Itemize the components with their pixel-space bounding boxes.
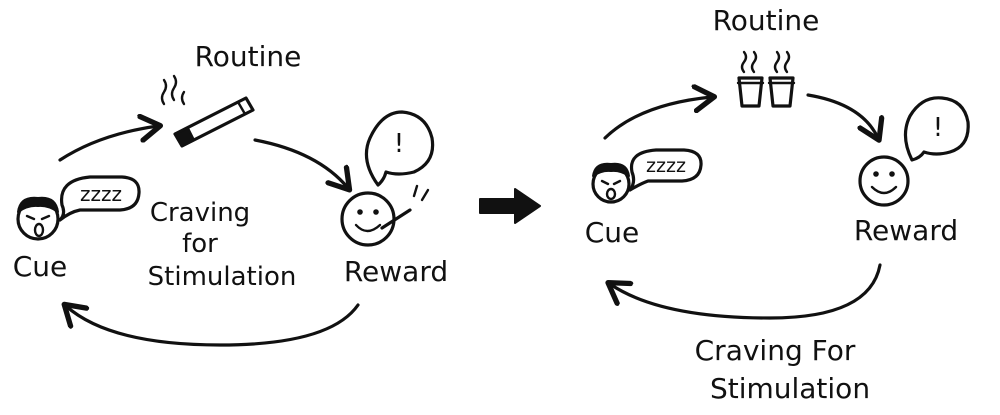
left-cue-speech-bubble: zzzz [58,175,141,222]
left-reward-speech-bubble: ! [364,110,435,187]
right-cue-speech-bubble: zzzz [628,148,703,192]
right-arrow-routine-to-reward [806,93,878,138]
right-arrow-icon [479,188,541,224]
left-craving-text: Craving for Stimulation [148,198,297,292]
sleepy-face-icon [591,162,631,204]
left-habit-loop: Routine zzzz Cue C [13,40,448,347]
left-craving-line-3: Stimulation [148,262,297,292]
left-reward-bubble-text: ! [394,129,404,159]
right-routine-label: Routine [713,4,820,37]
left-cue-label: Cue [13,250,68,283]
left-arrow-routine-to-reward [253,138,348,188]
left-craving-line-1: Craving [150,198,250,228]
right-reward-bubble-text: ! [933,113,943,143]
left-craving-line-2: for [182,229,218,259]
cigarette-icon [160,74,255,148]
right-craving-line-1: Craving For [695,334,856,367]
right-cue-bubble-text: zzzz [646,155,686,177]
right-reward-speech-bubble: ! [903,96,970,162]
coffee-cups-icon [736,50,796,108]
right-craving-line-2: Stimulation [710,372,870,405]
smiling-face-icon [340,184,430,247]
sleepy-face-icon [16,196,60,241]
right-craving-text: Craving For Stimulation [695,334,870,405]
left-arrow-cue-to-routine [58,126,158,162]
right-arrow-reward-to-cue [610,263,882,320]
left-arrow-reward-to-cue [66,305,360,347]
left-reward-label: Reward [344,255,448,288]
right-habit-loop: Routine zzzz Cue [585,4,970,405]
right-arrow-cue-to-routine [603,97,712,140]
left-routine-label: Routine [195,40,302,73]
right-cue-label: Cue [585,216,640,249]
right-reward-label: Reward [854,214,958,247]
smiling-face-icon [858,155,910,207]
left-cue-bubble-text: zzzz [80,182,122,206]
